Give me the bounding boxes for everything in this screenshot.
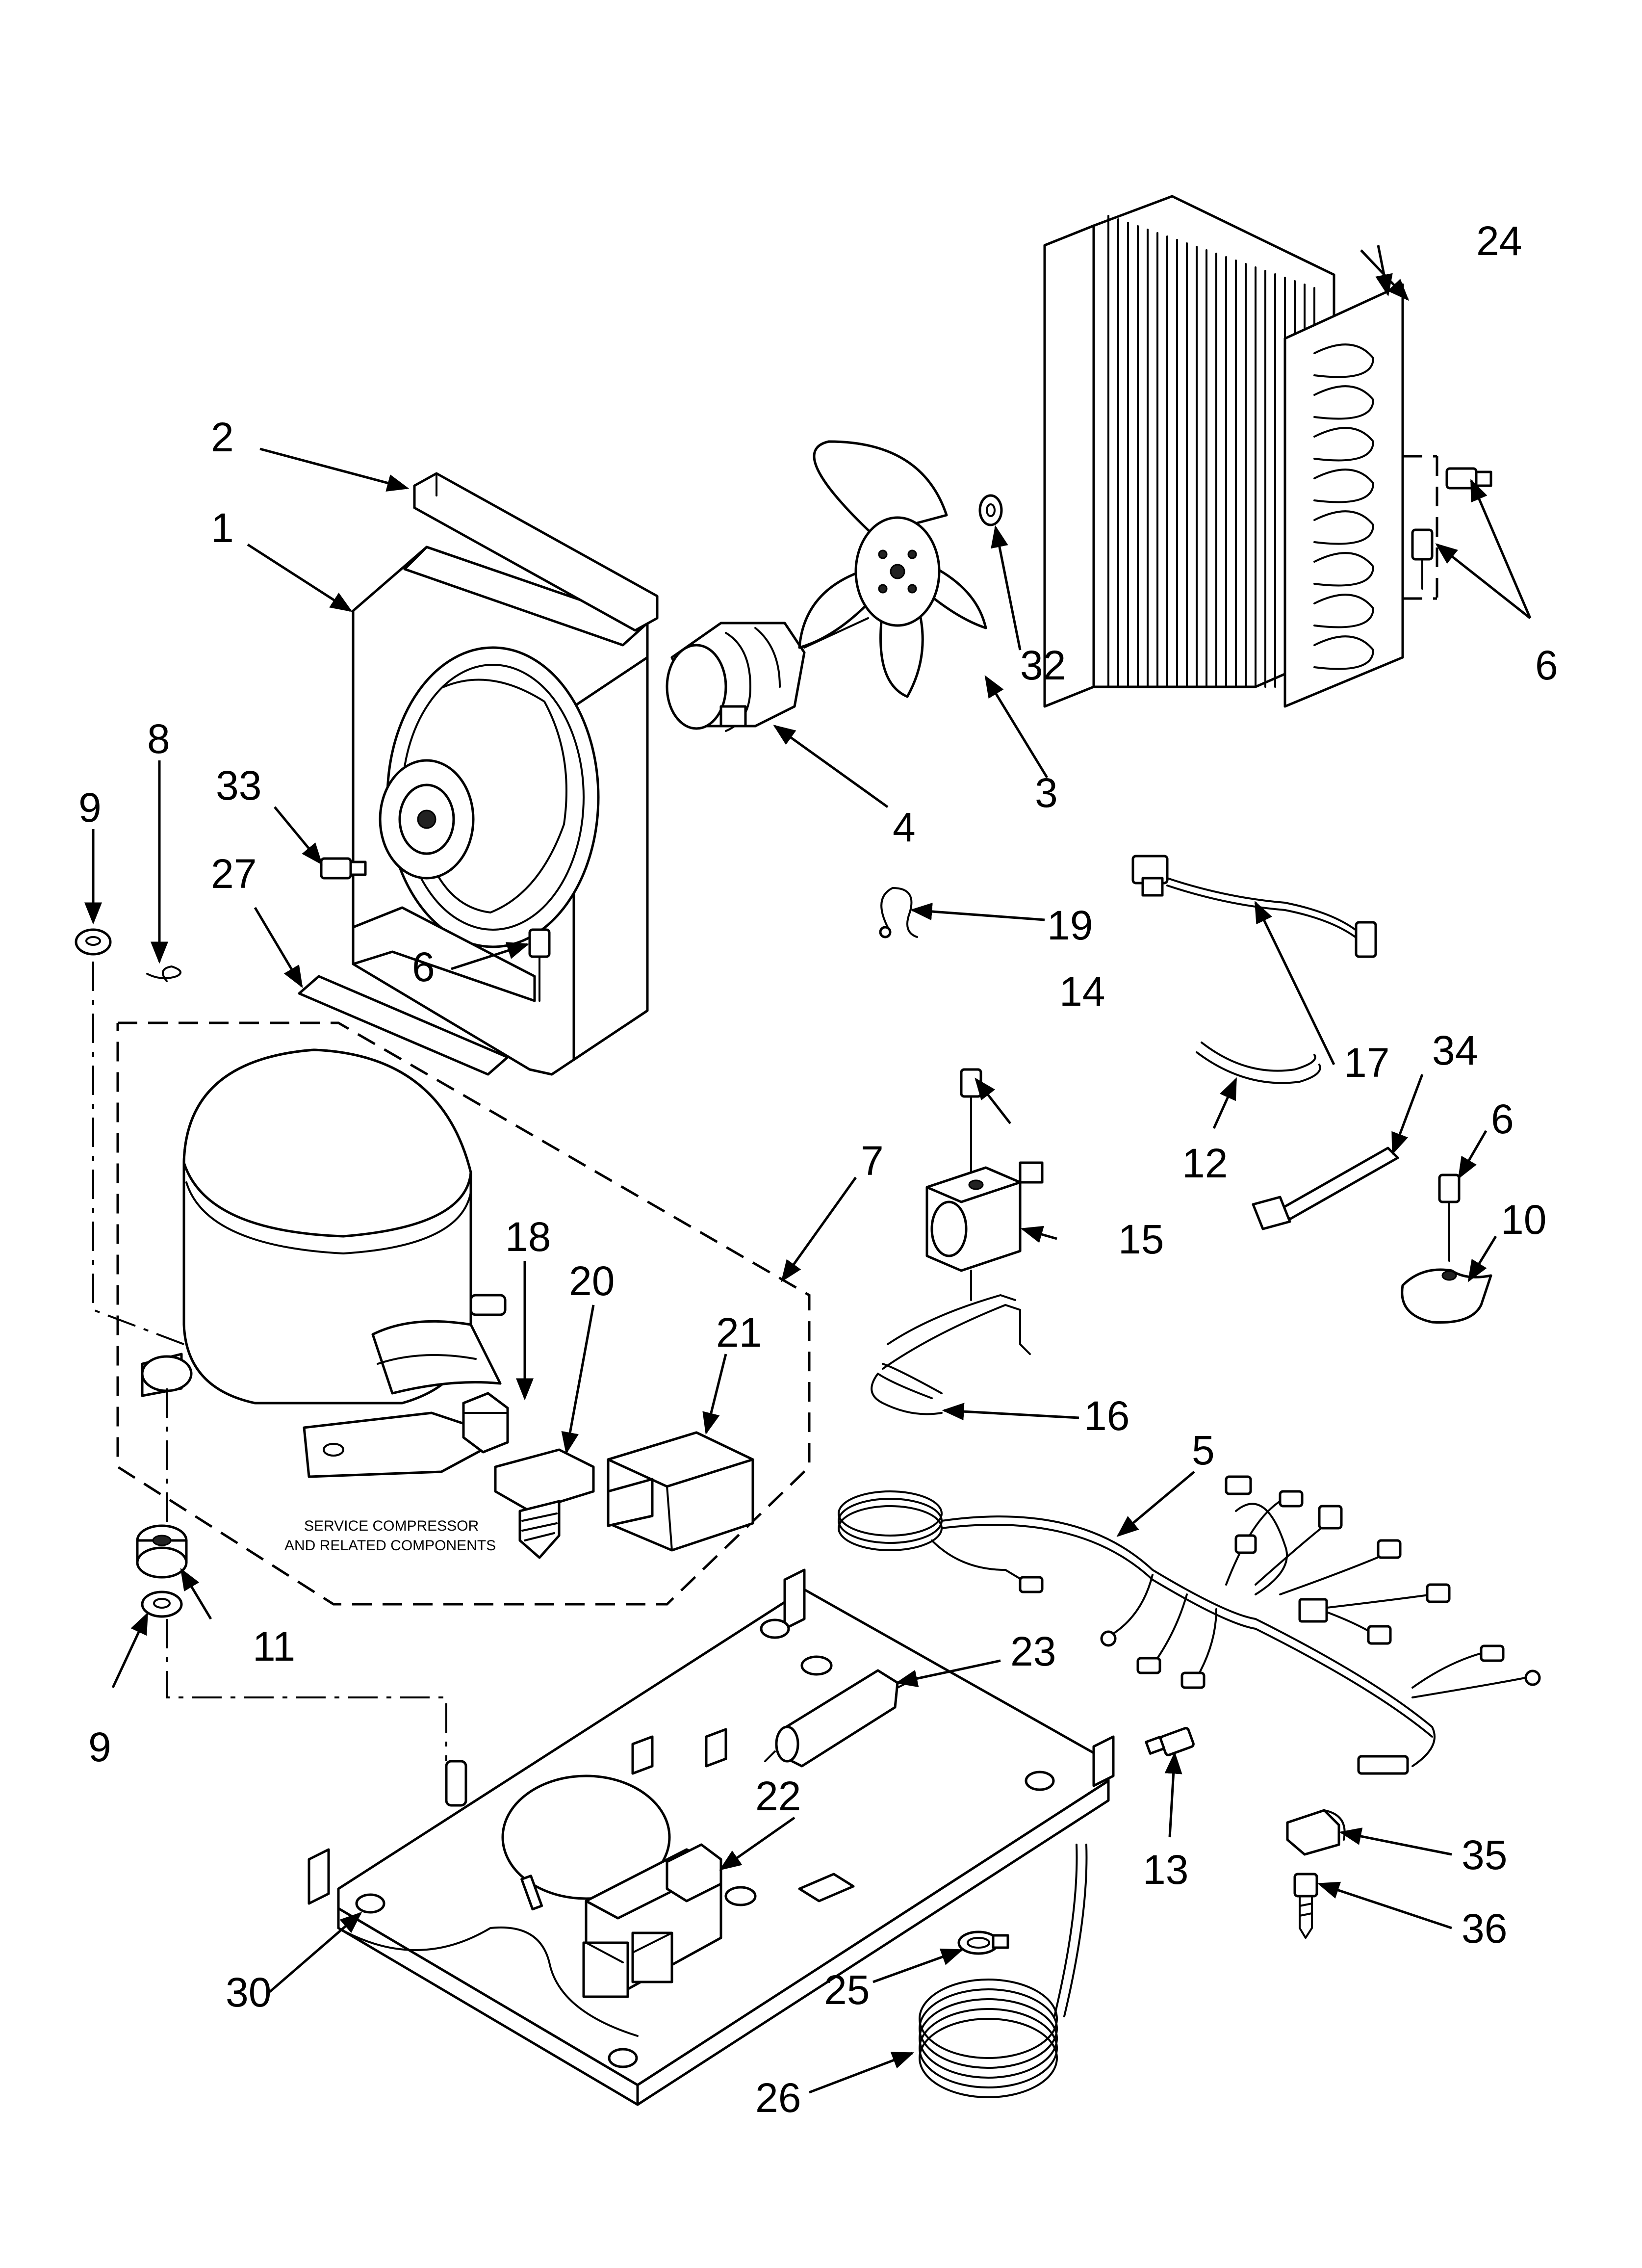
callout-24: 24 — [1476, 218, 1522, 264]
fan-shroud — [352, 546, 649, 1076]
callout-17: 17 — [1344, 1040, 1389, 1086]
callout-8: 8 — [147, 716, 170, 762]
clip-screw — [1293, 1873, 1318, 1939]
callout-35: 35 — [1462, 1832, 1507, 1878]
callout-5: 5 — [1192, 1427, 1215, 1473]
callout-1: 1 — [211, 505, 234, 551]
solenoid-bracket — [871, 1270, 1031, 1415]
alignment-line-left — [92, 962, 184, 1345]
condenser-coil — [1043, 195, 1438, 708]
condenser-coil-loop — [1313, 469, 1374, 503]
leader-lines — [84, 245, 1532, 2094]
base-pan — [308, 1568, 1115, 2106]
seal-strip — [413, 472, 659, 632]
valve-assembly — [520, 1843, 722, 1998]
callout-9-top: 9 — [78, 784, 102, 831]
callout-30: 30 — [226, 1969, 271, 2015]
callout-4: 4 — [893, 804, 916, 850]
callout-6-clamp: 6 — [1491, 1096, 1514, 1142]
condenser-coil-loop — [1313, 427, 1374, 462]
callout-9-bottom: 9 — [88, 1724, 111, 1770]
mounting-clip — [1286, 1809, 1346, 1856]
base-screw — [1145, 1727, 1195, 1756]
callout-32: 32 — [1020, 642, 1066, 688]
fan-motor — [666, 617, 869, 732]
alignment-line-base — [166, 1619, 447, 1761]
shroud-screw-left — [320, 857, 367, 880]
mounting-washer — [141, 1590, 183, 1618]
callout-12: 12 — [1182, 1140, 1228, 1186]
callout-36: 36 — [1462, 1905, 1507, 1952]
callout-2: 2 — [211, 414, 234, 460]
callout-3: 3 — [1035, 770, 1058, 816]
callout-26: 26 — [755, 2075, 801, 2121]
condenser-coil-loop — [1313, 635, 1374, 670]
fan-washer — [978, 494, 1003, 526]
wire-jumper — [1131, 855, 1377, 958]
callout-25: 25 — [824, 1967, 870, 2013]
service-compressor-note-line-2: AND RELATED COMPONENTS — [284, 1538, 496, 1554]
condenser-screw-upper — [1445, 467, 1492, 490]
callout-11: 11 — [253, 1623, 295, 1669]
drain-tubing — [919, 1844, 1088, 2098]
callout-16: 16 — [1084, 1393, 1129, 1439]
mounting-grommet — [136, 1524, 188, 1579]
condenser-coil-loop — [1313, 594, 1374, 628]
callout-6-shroud: 6 — [412, 944, 435, 990]
callout-10: 10 — [1501, 1197, 1546, 1243]
callout-20: 20 — [569, 1258, 615, 1304]
solenoid-coil — [925, 1161, 1044, 1272]
condenser-coil-loop — [1313, 343, 1374, 378]
condenser-screw-lower — [1411, 528, 1434, 590]
fan-blade — [798, 440, 987, 698]
callout-27: 27 — [211, 851, 257, 897]
callout-23: 23 — [1010, 1628, 1056, 1674]
bottom-bracket — [298, 975, 509, 1076]
tubing-clamp — [1401, 1268, 1492, 1324]
shroud-screw-right — [528, 928, 551, 1002]
wire-clip — [879, 887, 918, 938]
callout-21: 21 — [716, 1309, 762, 1356]
condenser-coil-loop — [1313, 552, 1374, 587]
callout-34: 34 — [1432, 1027, 1478, 1073]
service-compressor-boundary — [116, 1021, 811, 1606]
hose-clamp — [957, 1930, 1009, 1955]
grommet-top — [75, 928, 112, 956]
service-compressor-note-line-1: SERVICE COMPRESSOR — [304, 1518, 479, 1534]
small-clip — [146, 965, 181, 982]
filter-drier — [764, 1669, 918, 1768]
start-relay — [494, 1448, 595, 1559]
compressor — [141, 1048, 507, 1478]
wiring-harness — [838, 1475, 1541, 1775]
callout-labels: 1 2 3 4 5 6 6 6 7 8 9 9 10 11 12 13 14 1… — [78, 218, 1558, 2121]
short-tube — [1196, 1042, 1321, 1084]
overload-protector — [462, 1392, 509, 1454]
condenser-coil-loop — [1313, 385, 1374, 420]
solenoid-screw — [960, 1068, 982, 1178]
clamp-screw — [1438, 1173, 1461, 1262]
callout-22: 22 — [755, 1773, 801, 1819]
callout-7: 7 — [861, 1138, 884, 1184]
condenser-coil-loop — [1313, 510, 1374, 545]
callout-6-condenser: 6 — [1535, 642, 1558, 688]
callout-14: 14 — [1059, 968, 1105, 1015]
cable-tie — [1252, 1147, 1399, 1230]
callout-19: 19 — [1047, 902, 1093, 948]
callout-15: 15 — [1118, 1216, 1164, 1262]
callout-18: 18 — [505, 1214, 551, 1260]
relay-cover — [607, 1431, 754, 1552]
callout-13: 13 — [1143, 1847, 1188, 1893]
callout-33: 33 — [216, 762, 261, 808]
